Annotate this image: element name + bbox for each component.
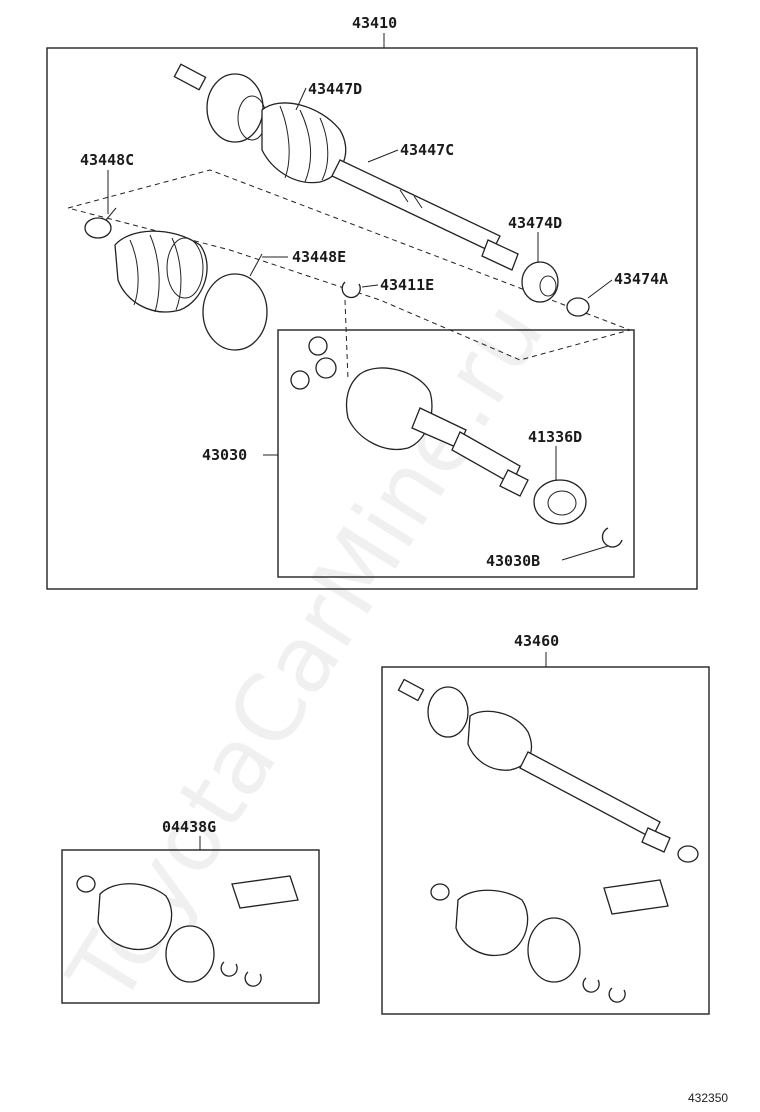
band-43460[interactable]	[527, 917, 581, 983]
inner-boot-folds	[129, 234, 182, 313]
outer-boot-folds	[279, 105, 329, 183]
clamp-04438G[interactable]	[76, 875, 96, 893]
inner-cv-spline	[499, 469, 529, 497]
shaft-spline	[481, 239, 519, 271]
label-43460[interactable]: 43460	[514, 632, 559, 650]
spline-43460	[641, 827, 671, 853]
assembly-43410-frame	[46, 47, 698, 590]
band-43448E[interactable]	[202, 253, 268, 351]
seal-41336D-outer	[533, 479, 587, 525]
outer-boot-43460	[467, 710, 533, 771]
grease-pack-43460[interactable]	[603, 879, 669, 915]
subassembly-43030-frame	[277, 329, 635, 578]
band-43448E-ring	[202, 273, 268, 351]
outer-cv-housing	[206, 73, 264, 143]
clamp-43448C-tab	[105, 207, 117, 221]
diagram-ref-number: 432350	[688, 1091, 728, 1105]
shaft-body	[331, 159, 501, 253]
shaft-43460	[519, 751, 661, 839]
drive-shaft-43460[interactable]	[397, 678, 671, 853]
snap-ring-b-04438G[interactable]	[244, 971, 262, 987]
inner-boot-43460[interactable]	[455, 889, 529, 956]
ring-43460[interactable]	[677, 845, 699, 863]
clamp-43448C[interactable]	[84, 207, 117, 239]
explode-guide	[67, 169, 632, 361]
kit-04438G-frame	[61, 849, 320, 1004]
bearing-43474D[interactable]	[521, 261, 559, 303]
label-43448E[interactable]: 43448E	[292, 248, 346, 266]
tripod-roller-1	[308, 336, 328, 356]
inner-boot-body	[114, 230, 208, 313]
tripod-joint[interactable]	[290, 336, 337, 390]
tripod-roller-2	[290, 370, 310, 390]
leader-43474A	[587, 279, 613, 299]
label-43447D[interactable]: 43447D	[308, 80, 362, 98]
label-43474A[interactable]: 43474A	[614, 270, 668, 288]
assembly-43460: 43460	[381, 632, 710, 1015]
outer-stub-43460	[397, 678, 425, 702]
seal-41336D-inner	[547, 490, 577, 516]
snap-ring-b-43460[interactable]	[608, 987, 626, 1003]
outer-boot	[261, 102, 347, 184]
label-43448C[interactable]: 43448C	[80, 151, 134, 169]
clamp-43448C-ring	[84, 217, 112, 239]
leader-43411E	[361, 284, 379, 288]
label-43411E[interactable]: 43411E	[380, 276, 434, 294]
bearing-43474D-inner	[539, 275, 557, 297]
band-43448E-tail	[249, 253, 263, 277]
kit-04438G: 04438G	[61, 818, 320, 1004]
label-04438G[interactable]: 04438G	[162, 818, 216, 836]
leader-43030B	[561, 545, 609, 561]
snap-ring-43030B[interactable]	[601, 527, 623, 548]
leader-43447C	[367, 149, 399, 163]
assembly-43410: 43410 43447D 43447C	[46, 14, 698, 590]
tripod-roller-3	[315, 357, 337, 379]
grease-pack-04438G[interactable]	[231, 875, 299, 909]
shaft-break	[399, 189, 423, 209]
boot-04438G[interactable]	[97, 883, 173, 950]
label-43474D[interactable]: 43474D	[508, 214, 562, 232]
ring-43474A[interactable]	[566, 297, 590, 317]
inner-cv-housing[interactable]	[345, 367, 529, 497]
snap-ring-a-43460[interactable]	[582, 977, 600, 993]
label-43030[interactable]: 43030	[202, 446, 247, 464]
explode-guide-clip	[344, 299, 349, 381]
leader-43447D	[295, 87, 307, 111]
label-43030B[interactable]: 43030B	[486, 552, 540, 570]
subassembly-43030: 43030 41336D	[202, 329, 635, 578]
label-41336D[interactable]: 41336D	[528, 428, 582, 446]
outer-cv-43460	[427, 686, 469, 738]
inner-boot-mouth	[166, 237, 204, 299]
inner-cv-cup	[345, 367, 433, 450]
bearing-43474D-outer	[521, 261, 559, 303]
band-04438G[interactable]	[165, 925, 215, 983]
drive-shaft[interactable]	[173, 63, 519, 271]
label-43410[interactable]: 43410	[352, 14, 397, 32]
clamp-43460[interactable]	[430, 883, 450, 901]
label-43447C[interactable]: 43447C	[400, 141, 454, 159]
inner-boot[interactable]	[114, 230, 208, 313]
snap-ring-43411E[interactable]	[341, 281, 361, 299]
seal-41336D[interactable]	[533, 479, 587, 525]
snap-ring-a-04438G[interactable]	[220, 961, 238, 977]
outer-stub	[173, 63, 207, 91]
